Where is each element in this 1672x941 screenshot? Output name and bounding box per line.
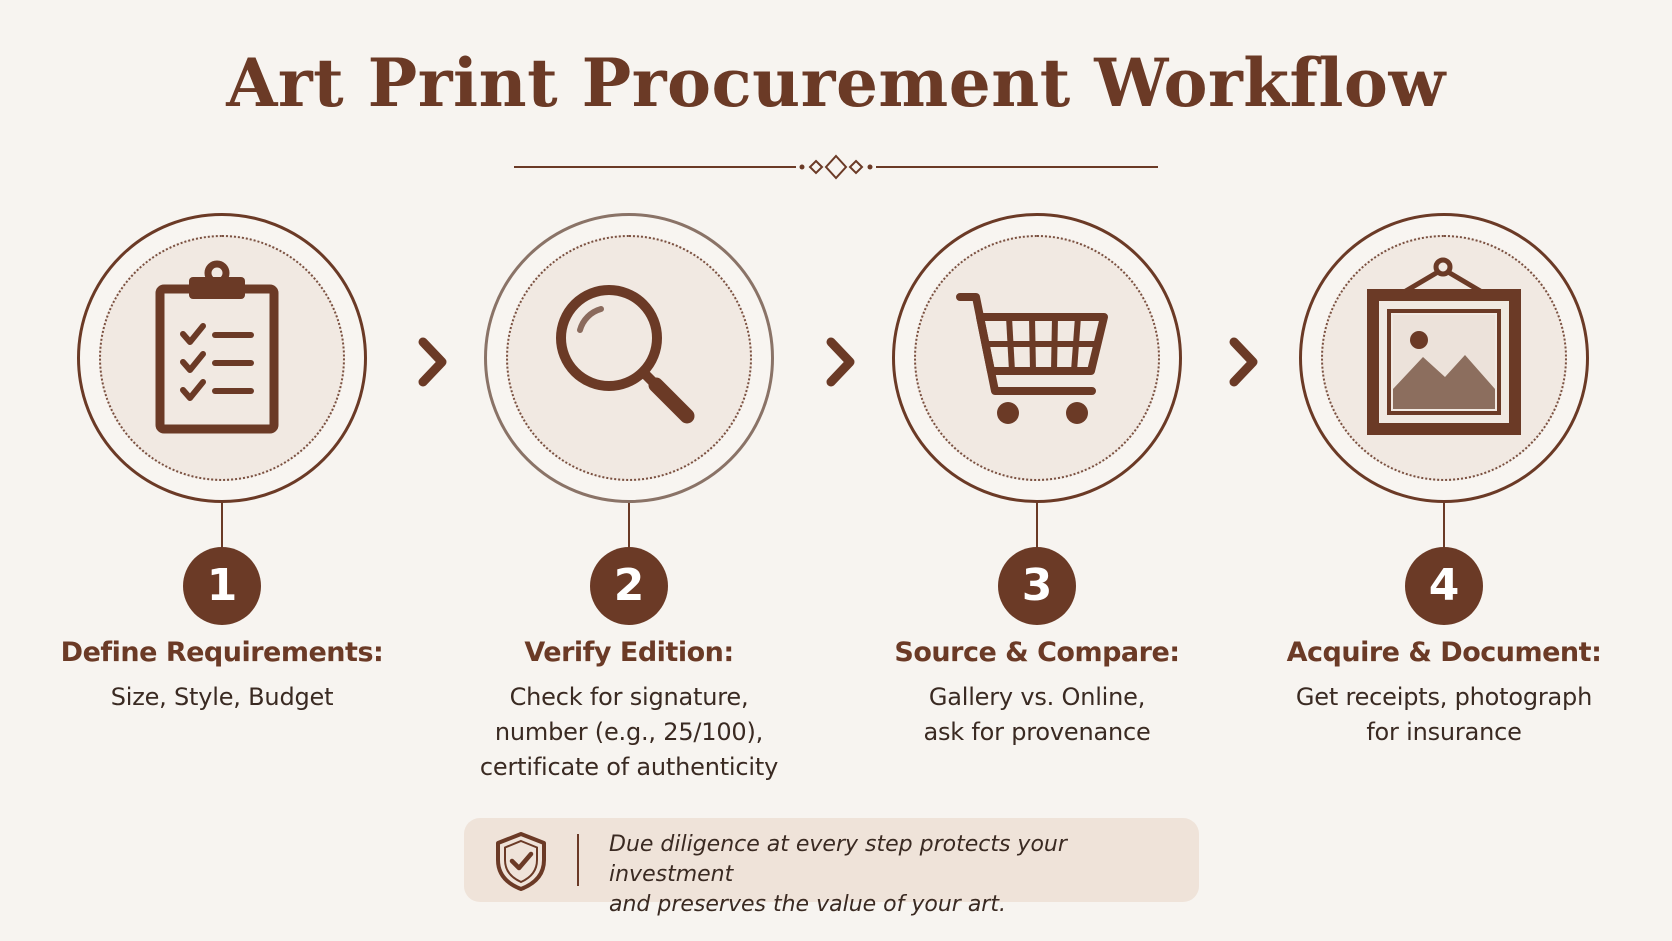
chevron-right-icon — [1229, 337, 1258, 387]
step-4-description-line: for insurance — [1366, 718, 1522, 746]
step-3-circle — [892, 213, 1182, 503]
step-3-description: Gallery vs. Online, ask for provenance — [827, 680, 1247, 750]
shopping-cart-icon — [956, 293, 1108, 424]
step-1-number-badge: 1 — [183, 547, 261, 625]
step-2-description-line: certificate of authenticity — [479, 753, 779, 781]
footer-text-line: Due diligence at every step protects you… — [609, 832, 1067, 887]
step-3-number-badge: 3 — [998, 547, 1076, 625]
step-1: 1 Define Requirements: Size, Style, Budg… — [12, 0, 432, 941]
clipboard-checklist-icon — [155, 260, 279, 434]
step-4-description-line: Get receipts, photograph — [1295, 683, 1593, 711]
step-4-circle — [1299, 213, 1589, 503]
step-4-connector — [1443, 503, 1445, 549]
footer-callout: Due diligence at every step protects you… — [464, 818, 1199, 917]
magnifying-glass-icon — [556, 285, 695, 424]
step-4-description: Get receipts, photograph for insurance — [1234, 680, 1654, 750]
footer-separator — [577, 834, 579, 886]
step-1-circle — [77, 213, 367, 503]
chevron-right-icon — [418, 337, 447, 387]
footer-text: Due diligence at every step protects you… — [609, 830, 1189, 920]
step-2-circle — [484, 213, 774, 503]
step-3-title: Source & Compare: — [894, 637, 1180, 668]
page-title: Art Print Procurement Workflow — [226, 44, 1446, 122]
step-1-title: Define Requirements: — [60, 637, 384, 668]
step-2-connector — [628, 503, 630, 549]
shield-check-icon — [496, 832, 546, 891]
step-3: 3 Source & Compare: Gallery vs. Online, … — [827, 0, 1247, 941]
step-2-number-badge: 2 — [590, 547, 668, 625]
step-2: 2 Verify Edition: Check for signature, n… — [419, 0, 839, 941]
ornament-divider — [514, 154, 1158, 180]
framed-picture-icon — [1367, 257, 1521, 435]
step-3-connector — [1036, 503, 1038, 549]
step-1-description-line: Size, Style, Budget — [110, 683, 334, 711]
chevron-right-icon — [826, 337, 855, 387]
step-4-title: Acquire & Document: — [1286, 637, 1602, 668]
step-4: 4 Acquire & Document: Get receipts, phot… — [1234, 0, 1654, 941]
step-2-description-line: number (e.g., 25/100), — [494, 718, 764, 746]
footer-text-line: and preserves the value of your art. — [609, 892, 1006, 917]
step-1-connector — [221, 503, 223, 549]
step-1-description: Size, Style, Budget — [12, 680, 432, 715]
step-4-number-badge: 4 — [1405, 547, 1483, 625]
step-3-description-line: ask for provenance — [923, 718, 1151, 746]
step-2-title: Verify Edition: — [524, 637, 734, 668]
step-2-description: Check for signature, number (e.g., 25/10… — [419, 680, 839, 785]
step-2-description-line: Check for signature, — [509, 683, 749, 711]
step-3-description-line: Gallery vs. Online, — [928, 683, 1146, 711]
